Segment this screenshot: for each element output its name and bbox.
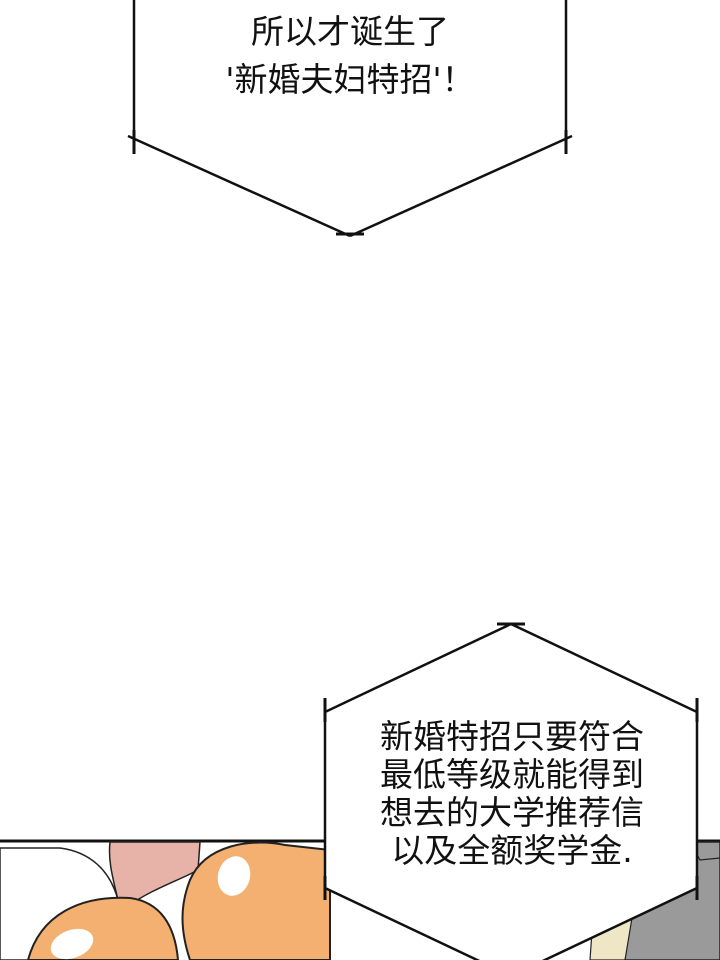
caption-top-line-2: '新婚夫妇特招'！ bbox=[225, 60, 475, 99]
hair-highlight-large bbox=[217, 856, 251, 896]
caption-bottom-line-1: 新婚特招只要符合 bbox=[380, 717, 644, 756]
caption-bottom-line-2: 最低等级就能得到 bbox=[380, 755, 644, 794]
hair-highlight-small bbox=[50, 928, 94, 960]
caption-bottom-text: 新婚特招只要符合 最低等级就能得到 想去的大学推荐信 以及全额奖学金. bbox=[352, 718, 672, 870]
caption-bottom-line-3: 想去的大学推荐信 bbox=[380, 793, 644, 832]
caption-bottom-line-4: 以及全额奖学金. bbox=[391, 831, 633, 870]
caption-box-bottom bbox=[323, 622, 699, 960]
caption-top-line-1: 所以才诞生了 bbox=[251, 12, 449, 51]
caption-top-text: 所以才诞生了 '新婚夫妇特招'！ bbox=[150, 8, 550, 104]
caption-box-top bbox=[127, 0, 573, 238]
